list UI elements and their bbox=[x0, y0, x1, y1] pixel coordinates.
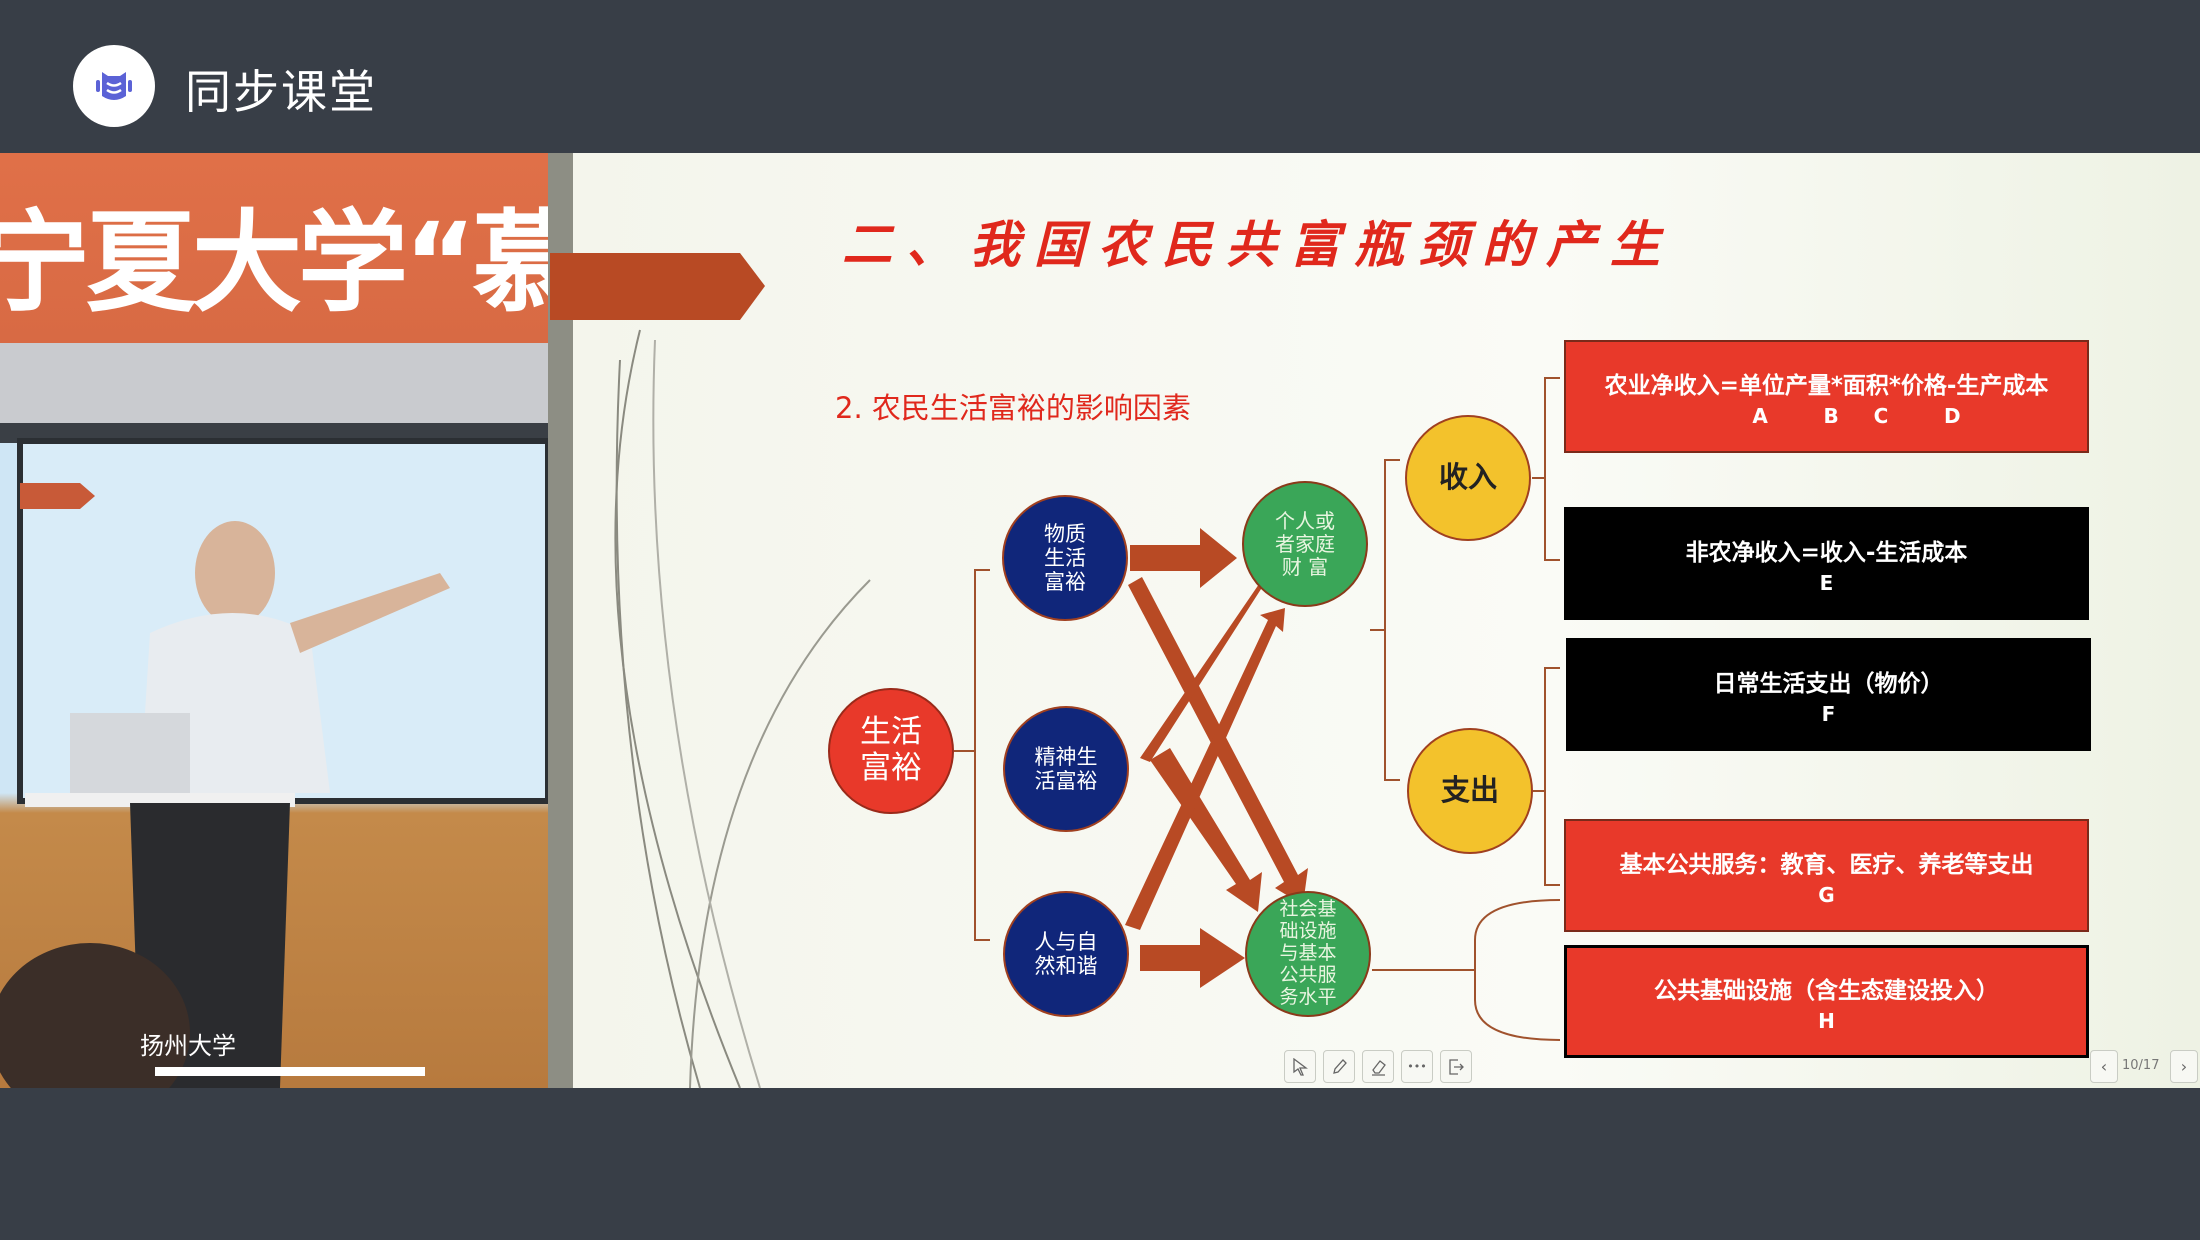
eraser-icon bbox=[1372, 1059, 1386, 1076]
flow-arrows bbox=[1125, 528, 1308, 988]
slide-subtitle: 2. 农民生活富裕的影响因素 bbox=[835, 391, 1191, 425]
pencil-icon bbox=[1333, 1058, 1347, 1074]
formula-box: 公共基础设施（含生态建设投入）H bbox=[1564, 945, 2089, 1058]
title-arrow-banner bbox=[550, 253, 765, 320]
exit-button[interactable] bbox=[1440, 1050, 1472, 1083]
factor-node: 精神生活富裕 bbox=[1003, 706, 1129, 832]
page-indicator: 10/17 bbox=[2122, 1058, 2160, 1073]
branch-income: 收入 bbox=[1405, 415, 1531, 541]
decorative-curves bbox=[614, 329, 871, 1089]
factor-node: 物质生活富裕 bbox=[1002, 495, 1128, 621]
app-title: 同步课堂 bbox=[185, 65, 377, 119]
video-scene bbox=[0, 438, 548, 1088]
teacher-video[interactable]: 宁夏大学“慕课 bbox=[0, 153, 548, 1088]
eraser-tool-button[interactable] bbox=[1362, 1050, 1394, 1083]
app-header bbox=[0, 0, 2200, 153]
slide-title: 二、我国农民共富瓶颈的产生 bbox=[842, 215, 1674, 274]
cursor-icon bbox=[1293, 1057, 1308, 1076]
pen-tool-button[interactable] bbox=[1323, 1050, 1355, 1083]
bracket-lines bbox=[954, 377, 1561, 1041]
next-page-button[interactable]: › bbox=[2170, 1050, 2198, 1083]
location-label: 扬州大学 bbox=[140, 1032, 236, 1060]
branch-expense: 支出 bbox=[1407, 728, 1533, 854]
factor-node: 人与自然和谐 bbox=[1003, 891, 1129, 1017]
chevron-right-icon: › bbox=[2180, 1057, 2188, 1076]
chevron-left-icon: ‹ bbox=[2100, 1057, 2108, 1076]
classroom-logo-icon bbox=[73, 45, 155, 127]
outcome-node: 社会基础设施与基本公共服务水平 bbox=[1245, 891, 1371, 1017]
root-node: 生活富裕 bbox=[828, 688, 954, 814]
video-banner-text: 宁夏大学“慕课 bbox=[0, 199, 548, 327]
location-underline bbox=[155, 1067, 425, 1076]
exit-icon bbox=[1449, 1058, 1464, 1075]
formula-box: 日常生活支出（物价）F bbox=[1566, 638, 2091, 751]
slide-panel bbox=[573, 153, 2200, 1088]
outcome-node: 个人或者家庭财 富 bbox=[1242, 481, 1368, 607]
prev-page-button[interactable]: ‹ bbox=[2090, 1050, 2118, 1083]
pointer-tool-button[interactable] bbox=[1284, 1050, 1316, 1083]
more-button[interactable]: ••• bbox=[1401, 1050, 1433, 1083]
